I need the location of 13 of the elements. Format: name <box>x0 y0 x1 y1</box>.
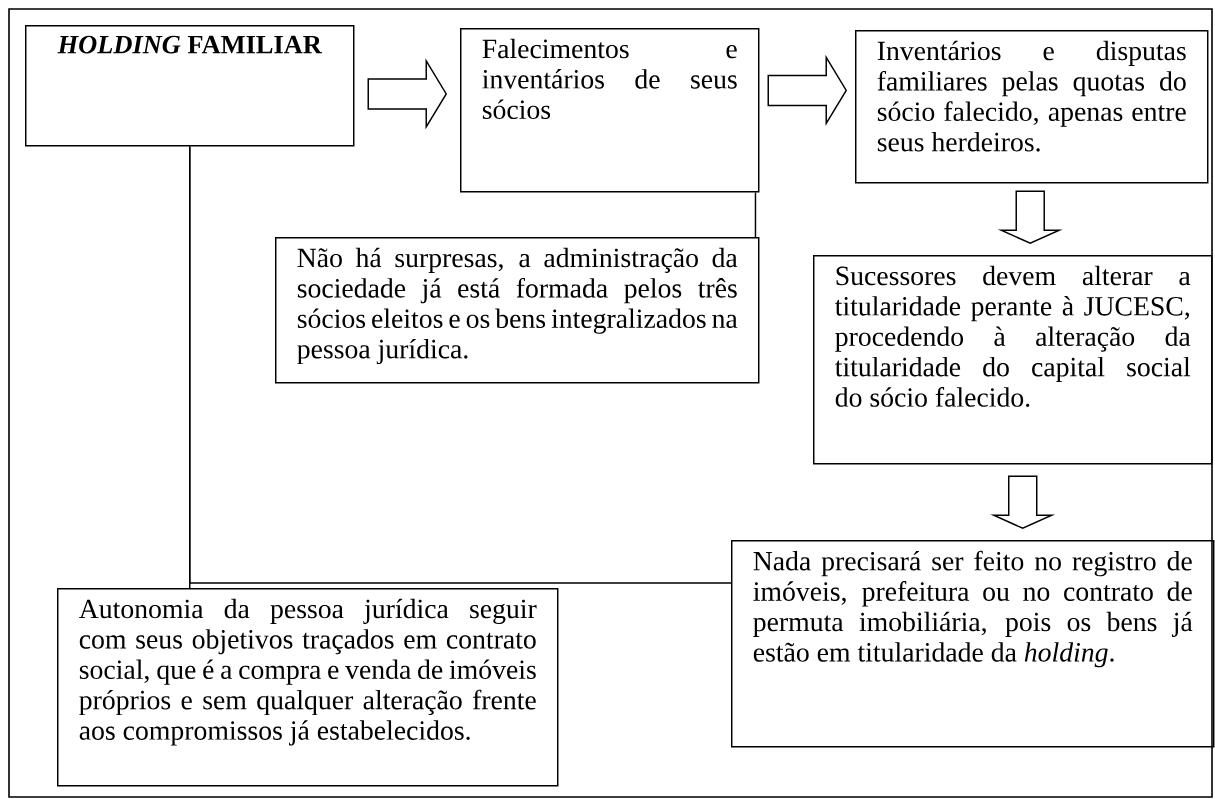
connector-line <box>189 145 732 584</box>
block-arrow <box>767 54 848 127</box>
text-box: Falecimentos e inventários de seus sócios <box>460 28 760 193</box>
text-box: Inventários e disputas familiares pelas quotas do sócio falecido, apenas entre seus herdeiros. <box>855 30 1209 184</box>
text-box: Sucessores devem alterar a titularidade perante à JUCESC, procedendo à alteração da titularidade do capital social do sócio falecido. <box>813 255 1213 465</box>
text-box: Nada precisará ser feito no registro de imóveis, prefeitura ou no contrato de permuta imobiliária, pois os bens já estão em titularidade da holding. <box>731 540 1215 748</box>
block-arrow <box>997 190 1063 245</box>
connector-line <box>754 191 757 238</box>
text-box: HOLDING FAMILIAR <box>25 25 355 147</box>
text-box: Não há surpresas, a administração da sociedade já está formada pelos três sócios eleitos e os bens integralizados na pessoa jurídica. <box>275 237 760 384</box>
block-arrow <box>990 475 1056 530</box>
text-box: Autonomia da pessoa jurídica seguir com seus objetivos traçados em contrato social, que é a compra e venda de imóveis próprios e sem qualquer alteração frente aos compromissos já estabelecidos. <box>57 588 559 787</box>
block-arrow <box>367 58 448 130</box>
